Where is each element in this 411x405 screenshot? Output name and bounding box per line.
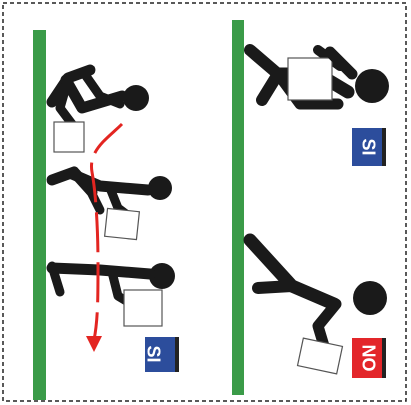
box-incorrect (298, 338, 343, 374)
figure-lift-step-2 (52, 172, 172, 214)
box-step-3 (124, 290, 162, 326)
badge-left-si-label: SI (143, 345, 163, 362)
badge-right-si-label: SI (358, 138, 378, 155)
badge-right-no: NO (352, 338, 386, 378)
badge-right-si: SI (352, 128, 386, 166)
figure-incorrect-bend (250, 240, 387, 346)
badge-left-si: SI (143, 337, 179, 372)
figure-lift-step-1 (52, 70, 149, 124)
badge-right-no-label: NO (358, 345, 378, 372)
figure-correct-squat-arm (330, 52, 352, 74)
left-floor-bar (33, 30, 46, 400)
box-correct (288, 58, 332, 100)
box-step-2 (105, 208, 140, 239)
box-step-1 (54, 122, 84, 152)
right-floor-bar (232, 20, 244, 395)
motion-arrow-head (86, 336, 102, 352)
